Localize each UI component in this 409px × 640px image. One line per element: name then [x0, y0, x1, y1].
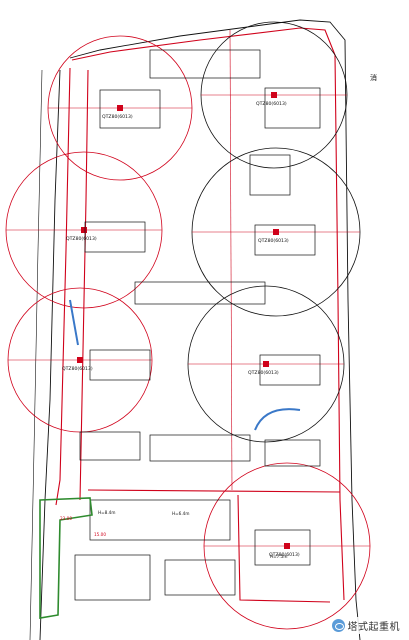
ramp-segment: [69, 299, 79, 346]
crane-mast-marker: [273, 229, 279, 235]
wechat-icon: [331, 619, 345, 632]
crane-label: QTZ80(6013): [62, 366, 93, 372]
area-label-2: H=6.4m: [172, 511, 189, 516]
crane-mast-marker: [117, 105, 123, 111]
crane-label: QTZ80(6013): [102, 114, 133, 120]
curved-walkway: [254, 408, 301, 431]
crane-label: QTZ80(6013): [248, 370, 279, 376]
crane-layer: QTZ80(6013) QTZ80(6013) QTZ80(6013) QTZ80(6…: [5, 21, 371, 630]
crane-label: QTZ80(6013): [256, 101, 287, 107]
crane-mast-marker: [263, 361, 269, 367]
note-1: 23.00: [60, 516, 72, 521]
building-blocks: [74, 49, 321, 601]
watermark: 塔式起重机: [328, 617, 403, 634]
area-label-1: H=8.4m: [98, 510, 115, 515]
crane-mast-marker: [81, 227, 87, 233]
note-2: 15.00: [94, 532, 106, 537]
crane-label: QTZ80(6013): [66, 236, 97, 242]
crane-label: QTZ80(6013): [269, 552, 300, 558]
crane-mast-marker: [271, 92, 277, 98]
site-boundary: [29, 19, 361, 640]
east-mark: 消: [370, 73, 377, 82]
site-fence-red: [55, 27, 345, 603]
area-label-3: H=7.5m: [270, 554, 287, 559]
crane-mast-marker: [77, 357, 83, 363]
landscape-strip: [39, 497, 93, 619]
crane-mast-marker: [284, 543, 290, 549]
watermark-text: 塔式起重机: [347, 622, 400, 633]
crane-label: QTZ80(6013): [258, 238, 289, 244]
